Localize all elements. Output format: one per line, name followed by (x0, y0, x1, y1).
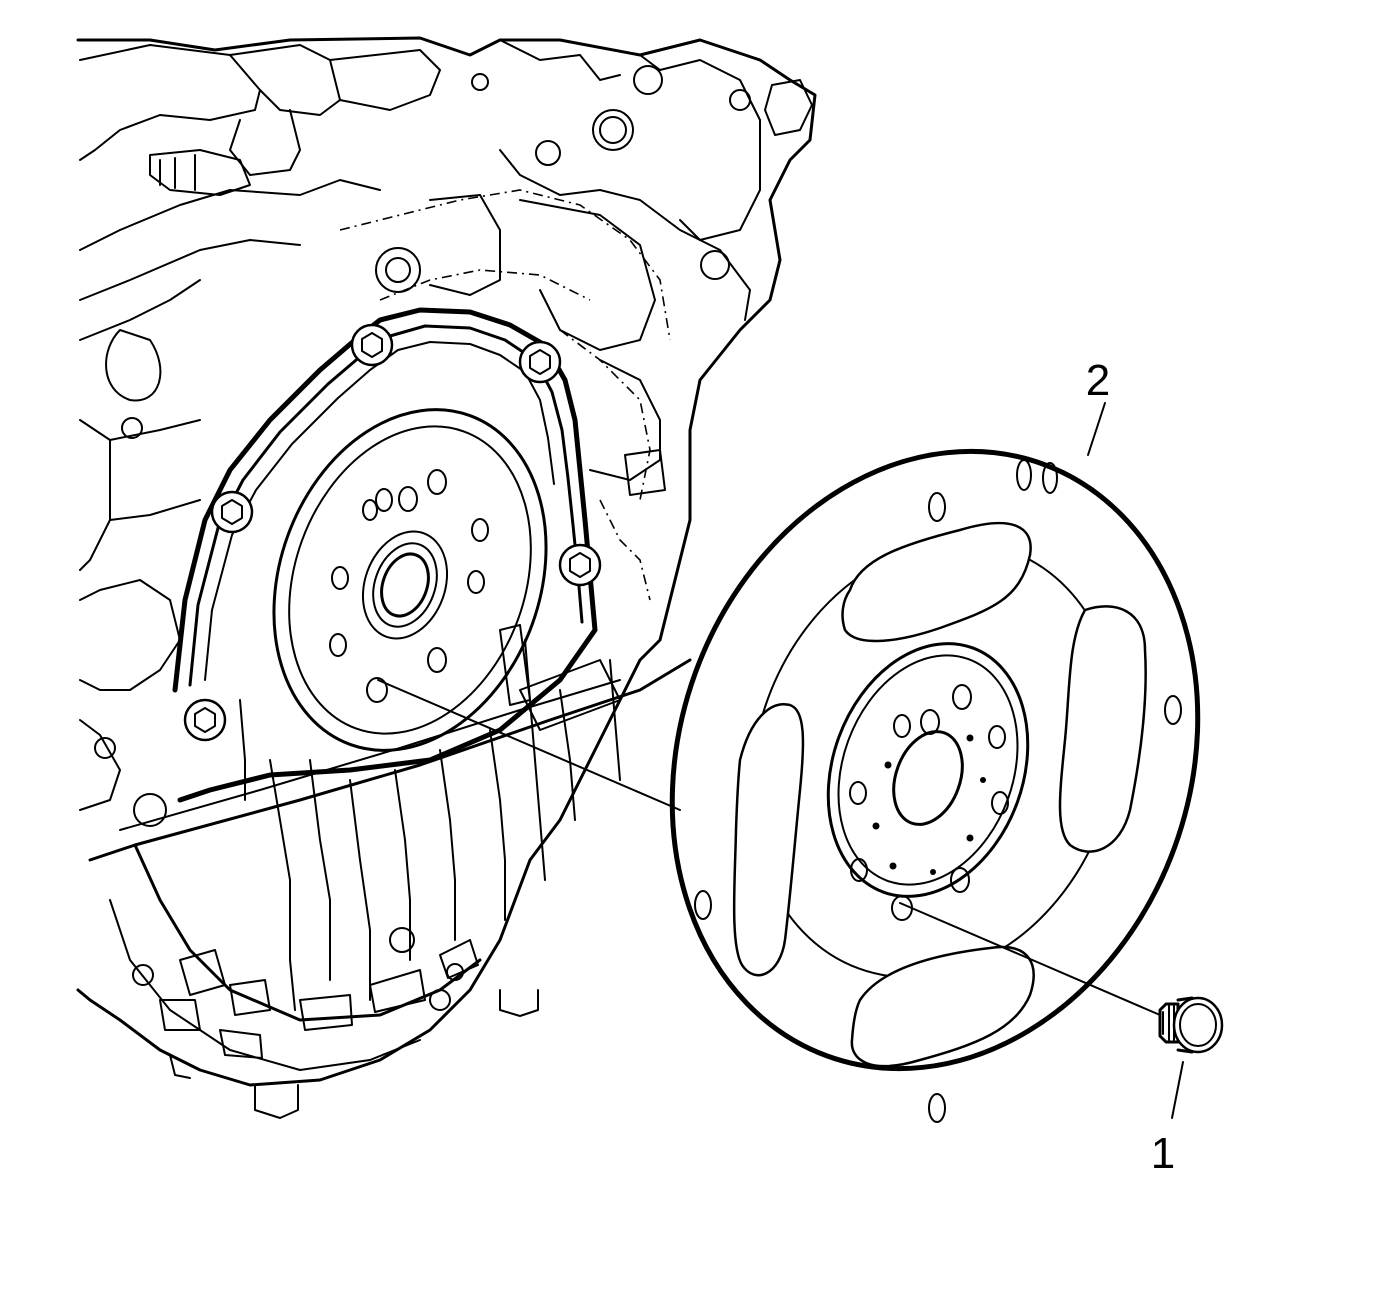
seal-housing-bolt (518, 340, 562, 384)
seal-housing-bolt (558, 543, 602, 587)
seal-housing-bolt (350, 323, 394, 367)
alignment-line (377, 679, 681, 811)
assembly-lines (377, 402, 1184, 1119)
rear-seal-housing (172, 307, 602, 803)
oil-pan (88, 624, 692, 1119)
leader-line-2 (1087, 402, 1106, 456)
callout-1: 1 (1151, 1129, 1175, 1178)
flexplate-window (850, 945, 1035, 1068)
callout-2: 2 (1086, 356, 1110, 405)
flexplate-window (841, 521, 1032, 643)
alignment-line (899, 902, 1161, 1016)
seal-housing-bolt (210, 490, 254, 534)
flexplate (669, 448, 1201, 1123)
leader-line-1 (1171, 1061, 1184, 1119)
crankshaft-flange (272, 408, 548, 752)
flexplate-window (732, 703, 805, 977)
seal-housing-bolt (183, 698, 227, 742)
flexplate-window (1058, 605, 1147, 853)
engine-block (76, 36, 817, 1087)
flexplate-bolt (1158, 996, 1224, 1054)
